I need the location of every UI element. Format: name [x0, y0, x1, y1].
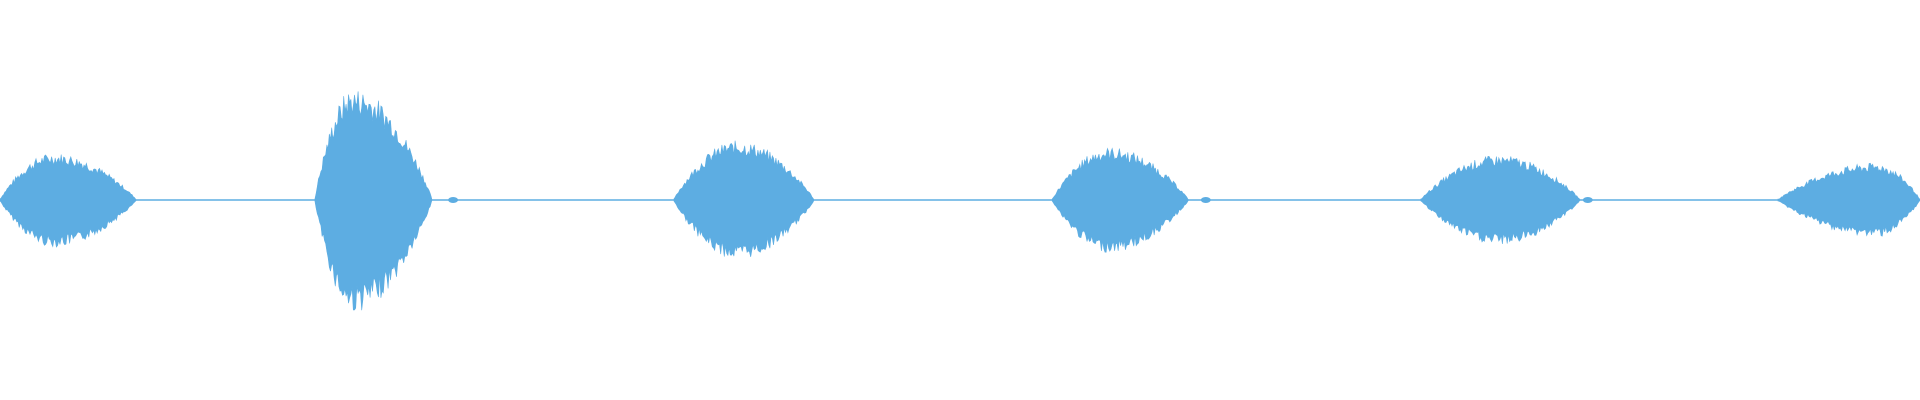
waveform-burst-2: [314, 91, 433, 311]
waveform-blip-1: [448, 197, 459, 203]
waveform-burst-4: [1051, 147, 1189, 253]
waveform-burst-3: [673, 140, 815, 257]
waveform-bursts: [0, 91, 1920, 311]
waveform-blip-2: [1200, 197, 1211, 203]
waveform-burst-5: [1420, 155, 1581, 245]
waveform-burst-1: [0, 154, 137, 248]
waveform-blip-3: [1582, 197, 1593, 203]
waveform-burst-6: [1777, 162, 1920, 237]
